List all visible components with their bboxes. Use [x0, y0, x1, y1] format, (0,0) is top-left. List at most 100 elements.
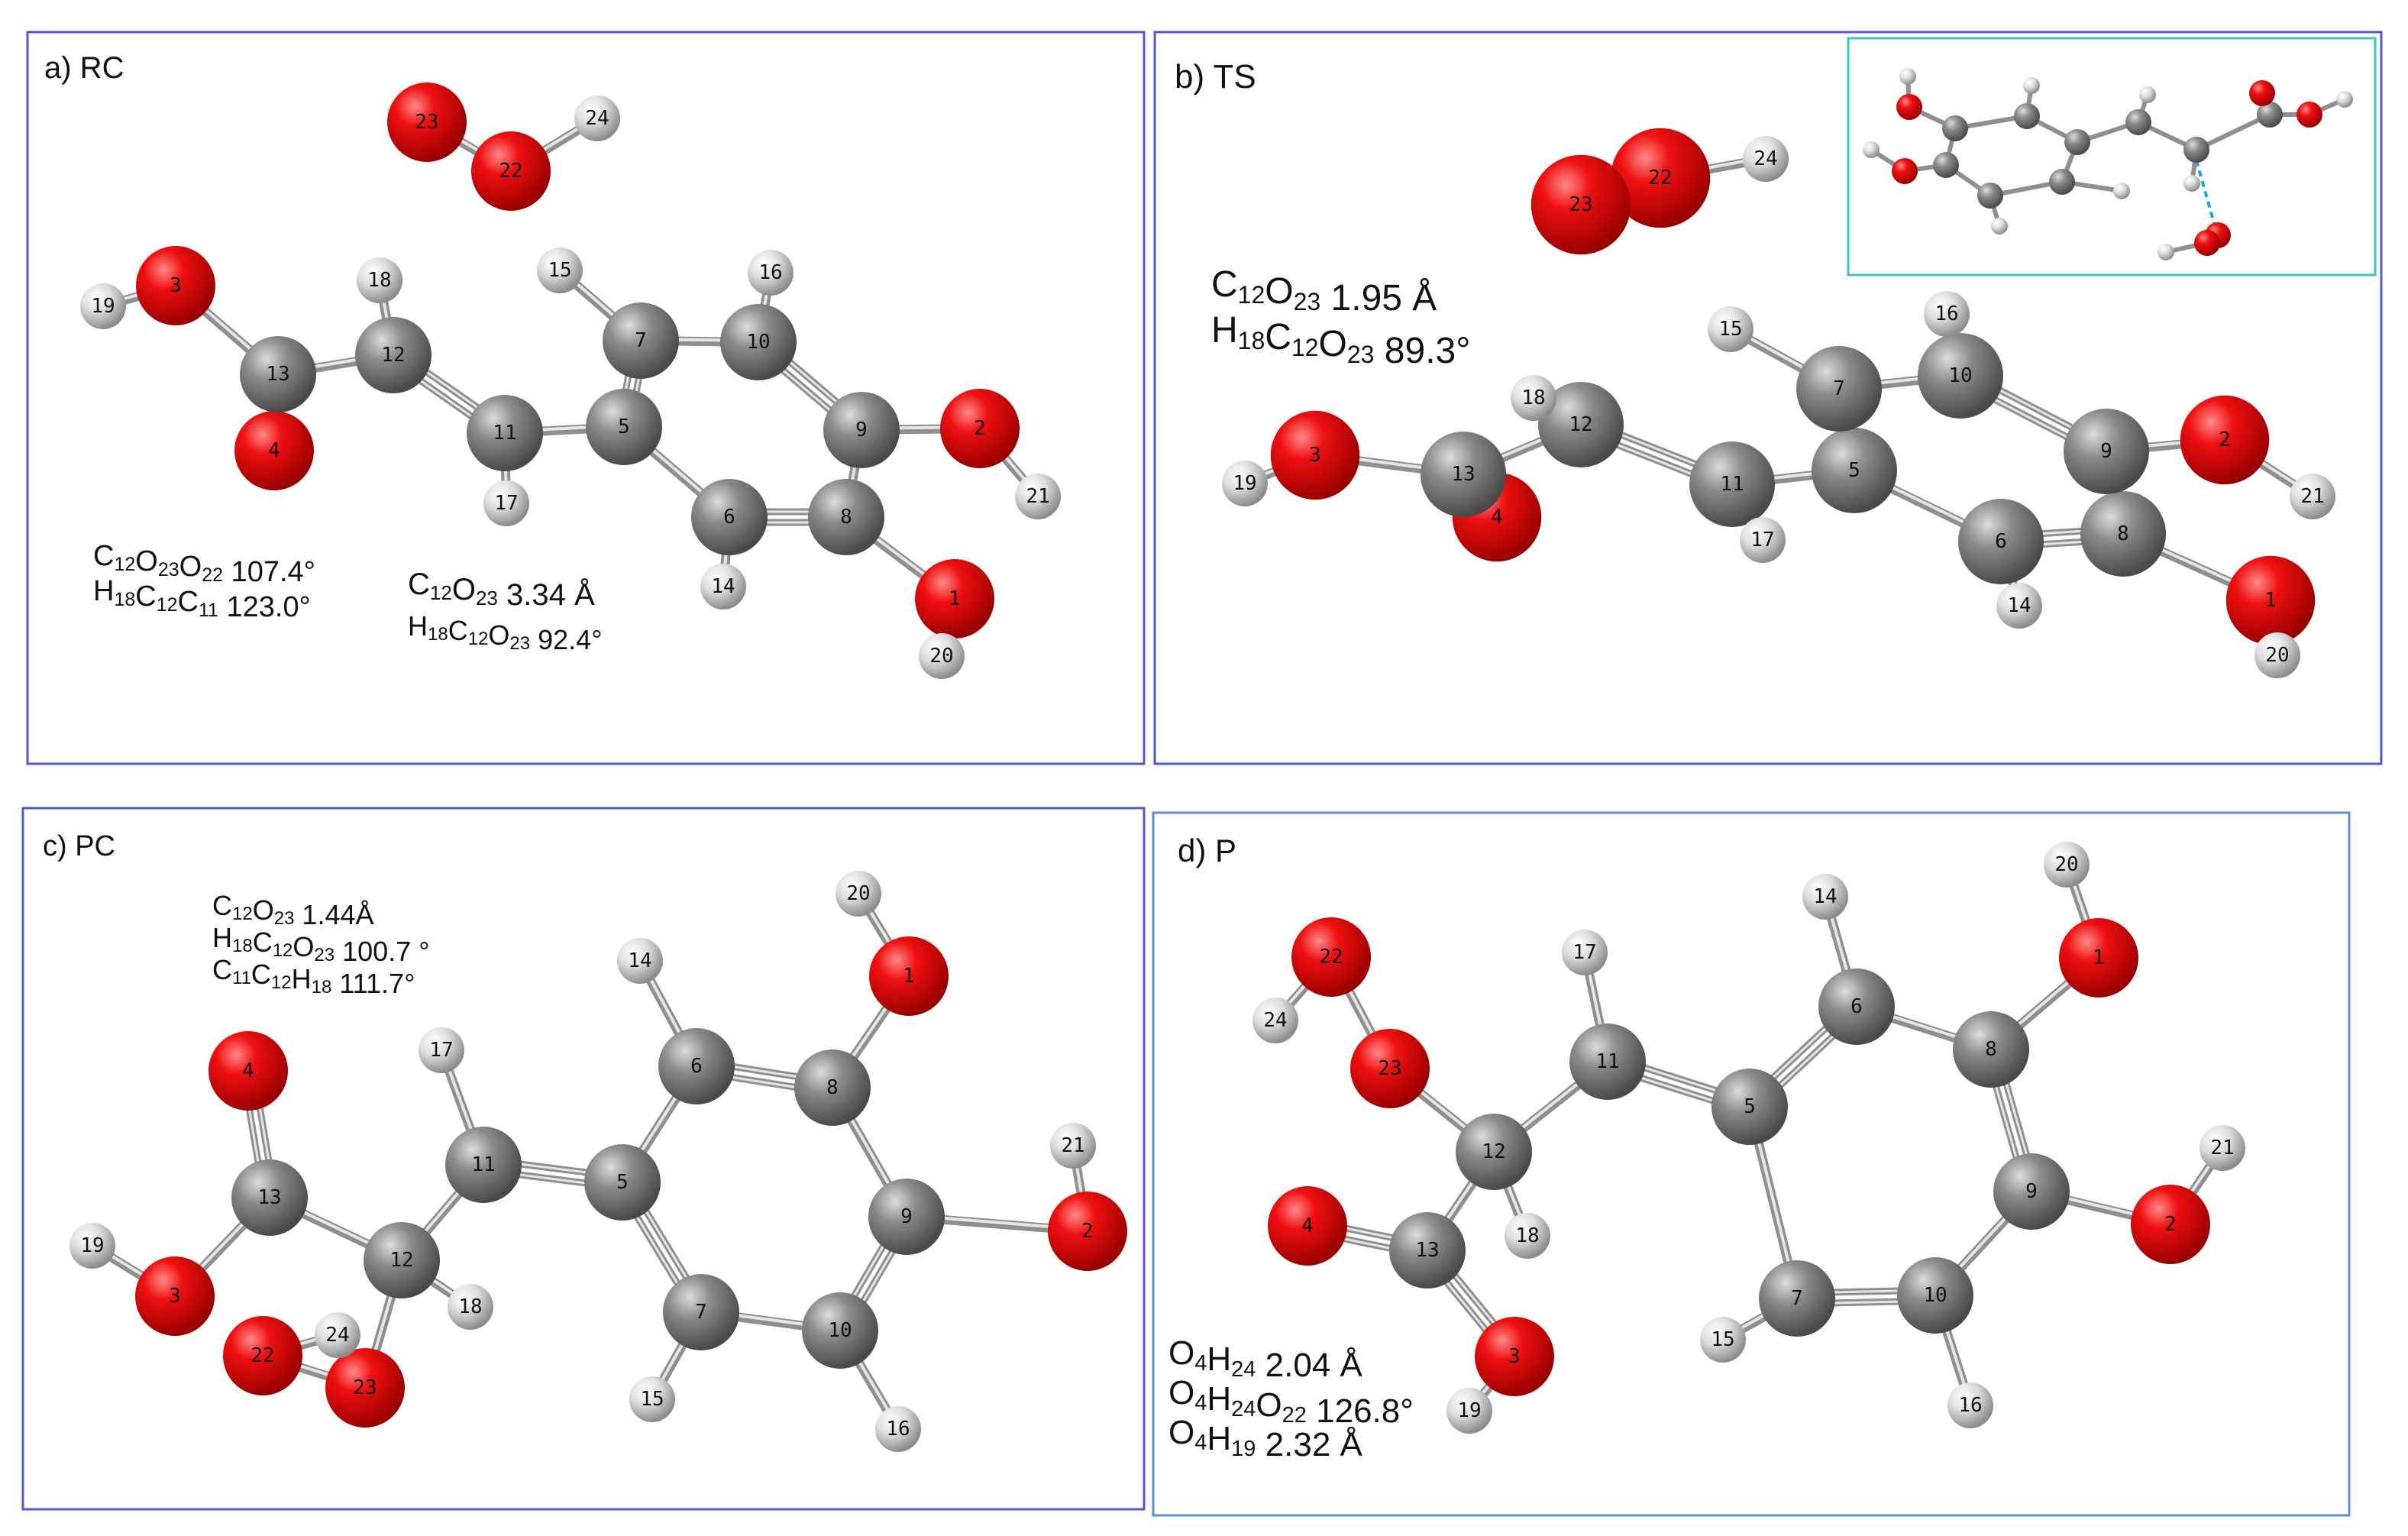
panel-a-atom-21: 21	[1015, 474, 1061, 519]
panel-a-atom-19-label: 19	[91, 295, 115, 318]
panel-b-atom-3: 3	[1270, 410, 1360, 500]
panel-c-atom-3-label: 3	[169, 1285, 181, 1308]
panel-d-frame	[1152, 811, 2351, 1517]
panel-d-atom-13-label: 13	[1415, 1239, 1439, 1262]
panel-c-atom-17-label: 17	[429, 1039, 453, 1062]
panel-c-atom-6-sphere	[658, 1028, 735, 1104]
panel-a-atom-10-sphere	[720, 304, 797, 380]
panel-b-atom-13-sphere	[1421, 432, 1506, 517]
panel-c-atom-8: 8	[794, 1049, 871, 1126]
panel-b-inset-atom	[2139, 86, 2156, 103]
panel-b-atom-21: 21	[2290, 474, 2335, 519]
panel-b-inset-atom	[2113, 183, 2130, 199]
panel-a-atom-4-sphere	[234, 411, 314, 490]
panel-a-atom-20-sphere	[919, 633, 965, 679]
panel-a-atom-1: 1	[915, 559, 994, 639]
panel-c-atom-24-sphere	[315, 1312, 360, 1358]
panel-b-atom-5-sphere	[1812, 428, 1897, 513]
panel-b-atom-23-label: 23	[1569, 193, 1592, 216]
panel-d-atom-14-label: 14	[1813, 885, 1837, 908]
panel-c-atom-12-label: 12	[389, 1249, 413, 1272]
panel-c-atom-18-sphere	[448, 1284, 493, 1330]
panel-b-title: b) TS	[1175, 58, 1256, 95]
panel-d-atom-1-label: 1	[2093, 946, 2105, 969]
measure-element-symbol: C	[93, 540, 114, 572]
panel-b-atom-3-label: 3	[1309, 444, 1321, 467]
measure-element-symbol: C	[251, 959, 271, 990]
panel-d-atom-10-sphere	[1897, 1257, 1973, 1334]
panel-a-atom-1-sphere	[915, 559, 994, 639]
panel-c-atom-5-label: 5	[616, 1171, 629, 1194]
panel-b-atom-22-sphere	[1610, 128, 1711, 228]
panel-a-atom-16: 16	[748, 250, 794, 296]
panel-d-measure-1: O4H24 2.04 Å	[1168, 1334, 1363, 1384]
panel-c-atom-17: 17	[419, 1027, 464, 1073]
panel-c-atom-1-sphere	[869, 936, 949, 1016]
panel-b-inset-bond	[2194, 112, 2272, 152]
measure-value: 123.0°	[218, 591, 311, 623]
panel-c-atom-8-label: 8	[826, 1076, 839, 1099]
measure-atom-index: 23	[509, 633, 530, 654]
panel-a-atom-10-label: 10	[746, 331, 770, 354]
measure-element-symbol: O	[1256, 1386, 1282, 1424]
panel-d-atom-21-label: 21	[2210, 1137, 2234, 1159]
panel-c-atom-18-label: 18	[458, 1295, 482, 1318]
panel-a-atom-18: 18	[357, 257, 402, 303]
panel-b-atom-18-label: 18	[1521, 386, 1545, 409]
panel-b-atom-1: 1	[2225, 555, 2316, 645]
panel-d-atom-15: 15	[1700, 1317, 1746, 1363]
measure-element-symbol: C	[408, 568, 430, 601]
measure-atom-index: 23	[1294, 288, 1321, 315]
panel-a-atom-19-sphere	[80, 283, 126, 329]
panel-d-atom-9-label: 9	[2025, 1180, 2038, 1203]
measure-value: 92.4°	[530, 624, 602, 655]
panel-d-atom-24-label: 24	[1263, 1009, 1287, 1032]
panel-b-atom-6: 6	[1958, 499, 2044, 584]
panel-b-atom-10-sphere	[1918, 333, 2003, 419]
panel-a-atom-9: 9	[823, 392, 900, 468]
panel-c-atom-7: 7	[663, 1274, 739, 1350]
panel-b-atom-16-sphere	[1924, 291, 1970, 337]
panel-b-atom-10-label: 10	[1948, 364, 1972, 387]
panel-b-inset-atom	[1942, 115, 1968, 141]
panel-b-atom-19: 19	[1222, 461, 1268, 506]
measure-element-symbol: O	[293, 931, 314, 962]
panel-b-inset-frame	[1847, 37, 2377, 276]
panel-d-atom-23: 23	[1350, 1029, 1430, 1108]
panel-b-atom-16: 16	[1924, 291, 1970, 337]
measure-atom-index: 23	[1347, 341, 1375, 368]
panel-c-atom-14-sphere	[617, 938, 663, 984]
panel-b-atom-8-sphere	[2080, 491, 2166, 577]
measure-atom-index: 12	[1238, 281, 1265, 309]
measure-element-symbol: H	[408, 610, 428, 642]
measure-atom-index: 24	[1231, 1397, 1256, 1421]
panel-d-atom-6-sphere	[1818, 968, 1895, 1045]
panel-c-atom-24-label: 24	[325, 1324, 349, 1347]
panel-d-atom-23-sphere	[1350, 1029, 1430, 1108]
panel-b-inset-atom	[1892, 158, 1918, 184]
panel-d-atom-15-label: 15	[1711, 1328, 1734, 1351]
panel-c-atom-1: 1	[869, 936, 949, 1016]
panel-c-measure-3: C11C12H18 111.7°	[212, 954, 415, 999]
panel-a-atom-13-label: 13	[266, 363, 289, 386]
panel-b-atom-14: 14	[1996, 583, 2042, 629]
panel-a-atom-20: 20	[919, 633, 965, 679]
panel-b-atom-4-label: 4	[1491, 506, 1503, 529]
panel-c-atom-6-label: 6	[690, 1055, 703, 1078]
panel-d-atom-14: 14	[1802, 874, 1848, 920]
panel-b-inset-atom	[1896, 94, 1922, 120]
panel-b-atom-13-label: 13	[1451, 463, 1475, 486]
panel-d-atom-3-sphere	[1475, 1317, 1554, 1396]
measure-atom-index: 24	[1231, 1357, 1256, 1382]
panel-b-atom-3-sphere	[1270, 410, 1360, 500]
panel-d-atom-17: 17	[1562, 930, 1608, 975]
measure-element-symbol: C	[135, 580, 156, 613]
panel-a-atom-3: 3	[136, 246, 215, 325]
panel-b-atom-1-sphere	[2225, 555, 2316, 645]
panel-a-atom-22-label: 22	[499, 160, 522, 183]
panel-a-atom-9-sphere	[823, 392, 900, 468]
panel-d-atom-4-label: 4	[1301, 1214, 1314, 1237]
measure-element-symbol: O	[179, 551, 202, 583]
panel-a-atom-6: 6	[691, 479, 768, 555]
panel-c-atom-7-sphere	[663, 1274, 739, 1350]
